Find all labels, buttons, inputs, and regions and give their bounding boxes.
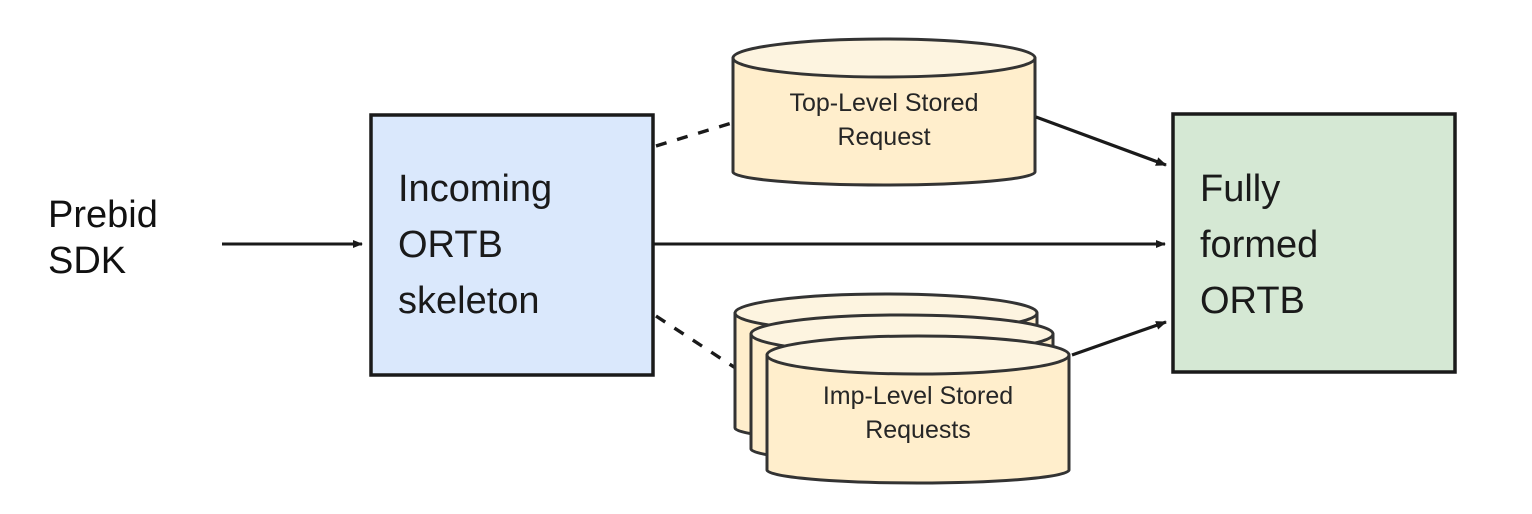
fully-formed-ortb-shape <box>1171 112 1457 374</box>
edge-incoming-to-top-level-store <box>655 120 736 148</box>
top-level-stored-request-shape <box>731 37 1037 187</box>
edge-imp-level-store-to-output <box>1071 320 1167 357</box>
imp-level-stored-requests-shape-front <box>765 334 1071 485</box>
incoming-ortb-skeleton-shape <box>369 113 655 377</box>
edge-incoming-to-imp-level-store <box>655 314 738 371</box>
edge-top-level-store-to-output <box>1035 115 1167 167</box>
